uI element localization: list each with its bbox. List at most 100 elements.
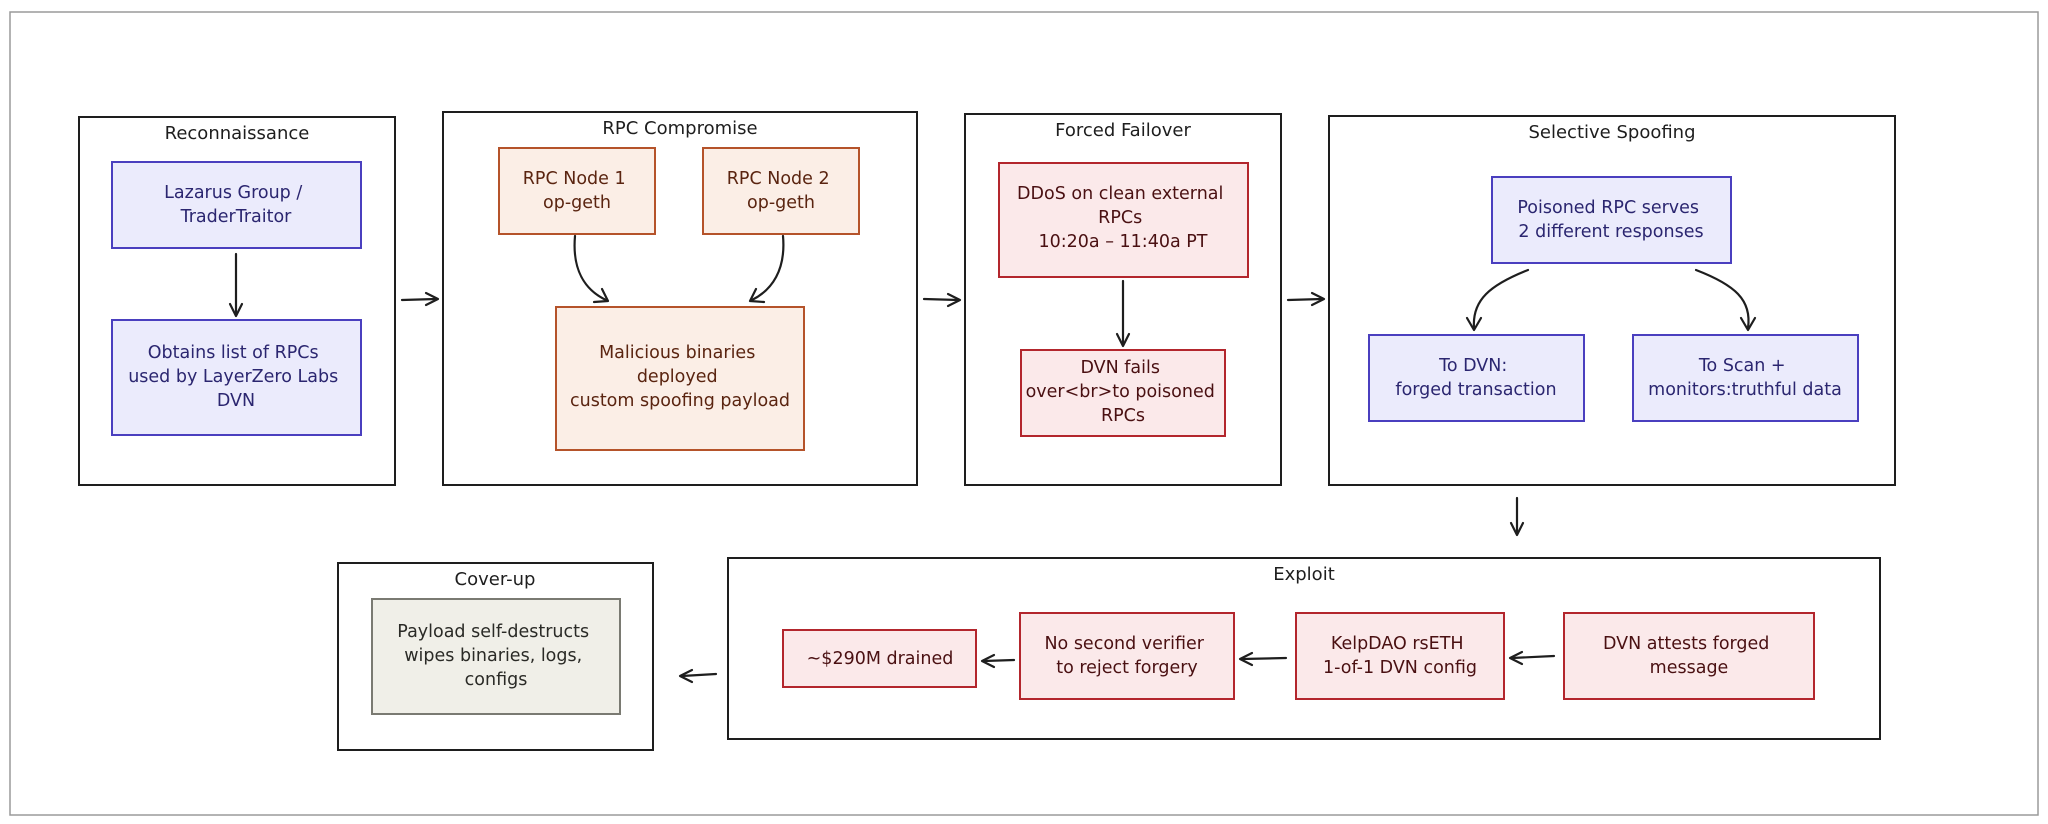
node-line: Obtains list of RPCs [148, 343, 319, 363]
node-line: Lazarus Group / [164, 183, 302, 203]
node-line: configs [465, 670, 528, 690]
node-line: RPC Node 2 [727, 169, 830, 189]
node-line: RPC Node 1 [523, 169, 626, 189]
node-line: Payload self-destructs [397, 622, 589, 642]
node-line: To Scan + [1698, 356, 1786, 376]
node-lazarus-group-text: Lazarus Group / TraderTraitor [164, 183, 308, 227]
node-drained-text: ~$290M drained [807, 649, 954, 669]
arrow-kelpdao-to-noverifier [1238, 651, 1288, 667]
node-malicious-binaries: Malicious binaries deployed custom spoof… [555, 306, 805, 451]
node-to-scan: To Scan + monitors:truthful data [1632, 334, 1859, 422]
node-ddos-box [998, 162, 1249, 278]
node-no-second-verifier-box [1019, 612, 1235, 700]
node-line: TraderTraitor [180, 207, 293, 227]
arrow-exploit-to-coverup [678, 668, 718, 684]
node-line: over<br>to poisoned [1026, 382, 1215, 402]
node-line: message [1650, 658, 1729, 678]
node-kelpdao-box [1295, 612, 1505, 700]
node-line: wipes binaries, logs, [404, 646, 582, 666]
arrow-recon-to-rpc [400, 291, 440, 307]
arrow-poisoned-to-dvn [1465, 268, 1530, 332]
arrow-rpc2-to-malicious [748, 234, 785, 304]
node-line: DVN [217, 391, 255, 411]
group-cover-up-title: Cover-up [455, 569, 536, 590]
node-line: to reject forgery [1056, 658, 1198, 678]
node-payload-self-destructs-box [371, 598, 621, 715]
node-lazarus-group: Lazarus Group / TraderTraitor [111, 161, 362, 249]
node-line: To DVN: [1438, 356, 1507, 376]
node-payload-self-destructs: Payload self-destructs wipes binaries, l… [371, 598, 621, 715]
node-no-second-verifier-text: No second verifier to reject forgery [1044, 634, 1209, 678]
arrow-spoofing-to-exploit [1509, 496, 1525, 537]
group-reconnaissance-title: Reconnaissance [165, 123, 310, 144]
node-line: DVN attests forged [1603, 634, 1769, 654]
group-selective-spoofing-title: Selective Spoofing [1528, 122, 1695, 143]
node-payload-self-destructs-text: Payload self-destructs wipes binaries, l… [397, 622, 594, 690]
group-rpc-compromise: RPC Compromise RPC Node 1 op-geth RPC No… [442, 111, 918, 486]
node-line: forged transaction [1395, 380, 1556, 400]
node-line: ~$290M drained [807, 649, 954, 669]
node-line: 2 different responses [1518, 222, 1703, 242]
node-poisoned-rpc-text: Poisoned RPC serves 2 different response… [1517, 198, 1704, 242]
arrow-rpc-to-failover [922, 292, 962, 308]
node-dvn-attests-text: DVN attests forged message [1603, 634, 1775, 678]
group-exploit-title: Exploit [1273, 564, 1335, 585]
node-to-dvn-box [1368, 334, 1585, 422]
node-line: used by LayerZero Labs [128, 367, 338, 387]
arrow-noverifier-to-drained [980, 653, 1016, 669]
node-line: KelpDAO rsETH [1331, 634, 1464, 654]
arrow-poisoned-to-scan [1694, 268, 1757, 332]
node-poisoned-rpc-box [1491, 176, 1732, 264]
group-selective-spoofing: Selective Spoofing Poisoned RPC serves 2… [1328, 115, 1896, 486]
node-line: RPCs [1098, 208, 1142, 228]
node-line: Poisoned RPC serves [1517, 198, 1699, 218]
node-dvn-fails-text: DVN fails over<br>to poisoned RPCs [1026, 358, 1221, 426]
group-exploit: Exploit DVN attests forged message KelpD… [727, 557, 1881, 740]
node-rpc-node-2-text: RPC Node 2 op-geth [727, 169, 835, 213]
node-dvn-attests-box [1563, 612, 1815, 700]
node-line: monitors:truthful data [1648, 380, 1842, 400]
node-line: RPCs [1101, 406, 1145, 426]
node-ddos: DDoS on clean external RPCs 10:20a – 11:… [998, 162, 1249, 278]
group-forced-failover: Forced Failover DDoS on clean external R… [964, 113, 1282, 486]
node-to-scan-text: To Scan + monitors:truthful data [1648, 356, 1842, 400]
node-dvn-attests: DVN attests forged message [1563, 612, 1815, 700]
node-line: op-geth [543, 193, 611, 213]
node-to-dvn: To DVN: forged transaction [1368, 334, 1585, 422]
node-line: DVN fails [1080, 358, 1160, 378]
node-to-scan-box [1632, 334, 1859, 422]
node-line: 10:20a – 11:40a PT [1039, 232, 1208, 252]
node-rpc-node-2: RPC Node 2 op-geth [702, 147, 860, 235]
arrow-attests-to-kelpdao [1508, 650, 1556, 666]
node-line: No second verifier [1044, 634, 1204, 654]
node-line: 1-of-1 DVN config [1323, 658, 1477, 678]
node-obtains-rpc-list-text: Obtains list of RPCs used by LayerZero L… [128, 343, 344, 411]
node-drained-box [782, 629, 977, 688]
node-malicious-binaries-box [555, 306, 805, 451]
group-rpc-compromise-title: RPC Compromise [602, 118, 757, 139]
node-dvn-fails-box [1020, 349, 1226, 437]
node-line: Malicious binaries [599, 343, 755, 363]
node-dvn-fails: DVN fails over<br>to poisoned RPCs [1020, 349, 1226, 437]
node-line: DDoS on clean external [1017, 184, 1223, 204]
node-to-dvn-text: To DVN: forged transaction [1395, 356, 1556, 400]
node-poisoned-rpc: Poisoned RPC serves 2 different response… [1491, 176, 1732, 264]
node-malicious-binaries-text: Malicious binaries deployed custom spoof… [570, 343, 790, 411]
arrow-ddos-to-dvn-fails [1115, 279, 1131, 348]
node-lazarus-group-box [111, 161, 362, 249]
arrow-failover-to-spoofing [1286, 291, 1326, 307]
group-reconnaissance: Reconnaissance Lazarus Group / TraderTra… [78, 116, 396, 486]
group-selective-spoofing-box [1328, 115, 1896, 486]
node-line: custom spoofing payload [570, 391, 790, 411]
node-no-second-verifier: No second verifier to reject forgery [1019, 612, 1235, 700]
group-forced-failover-title: Forced Failover [1055, 120, 1191, 141]
arrow-lazarus-to-obtains [228, 252, 244, 318]
node-rpc-node-1: RPC Node 1 op-geth [498, 147, 656, 235]
node-ddos-text: DDoS on clean external RPCs 10:20a – 11:… [1017, 184, 1229, 252]
node-kelpdao-text: KelpDAO rsETH 1-of-1 DVN config [1323, 634, 1477, 678]
node-rpc-node-1-text: RPC Node 1 op-geth [523, 169, 631, 213]
node-rpc-node-2-box [702, 147, 860, 235]
node-rpc-node-1-box [498, 147, 656, 235]
node-kelpdao: KelpDAO rsETH 1-of-1 DVN config [1295, 612, 1505, 700]
